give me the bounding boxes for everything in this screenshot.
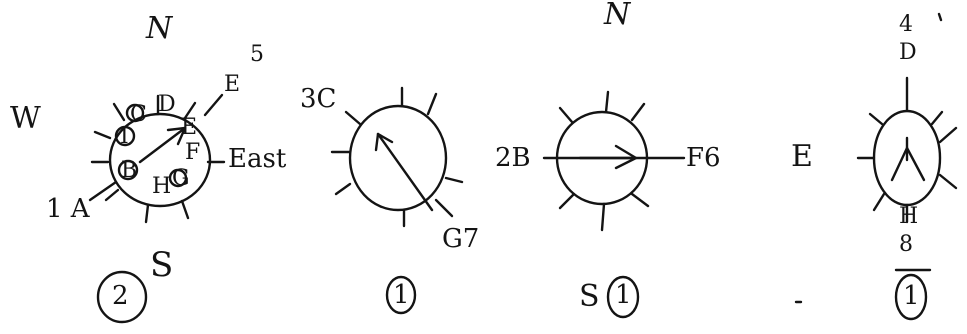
diagram-2-label-c: 3C — [300, 86, 336, 112]
north-label-1: N — [146, 14, 172, 44]
diagram-1-label-5: 5 — [250, 44, 264, 66]
diagram-1-label-d: D — [158, 94, 176, 116]
diagram-1-rating: 2 — [112, 283, 129, 309]
diagram-4-rating: 1 — [903, 283, 920, 309]
diagram-2-arrow — [378, 134, 432, 210]
diagram-1-label-i: I — [120, 126, 129, 148]
diagram-1-label-e-inner: E — [181, 117, 197, 139]
west-label: W — [10, 104, 41, 134]
diagram-1-label-b: B — [121, 160, 137, 182]
diagram-2-rating: 1 — [393, 282, 410, 308]
diagram-3-label-b: 2B — [495, 145, 531, 171]
east-label: E — [791, 142, 813, 172]
diagram-4-label-h: H — [899, 206, 918, 228]
diagram-1-label-c: C — [130, 104, 147, 126]
diagram-2-label-g: G7 — [442, 226, 479, 252]
diagram-1 — [90, 95, 224, 322]
diagram-1-a-line — [90, 182, 116, 200]
diagram-1-label-e-outer: E — [224, 74, 240, 96]
diagram-4-label-4: 4 — [899, 14, 913, 36]
diagram-3 — [544, 92, 684, 317]
diagram-1-label-g: G — [172, 168, 190, 190]
diagram-1-label-a: 1 A — [46, 196, 90, 222]
diagram-3-rating: 1 — [615, 282, 632, 308]
stray-mark — [939, 14, 941, 20]
north-label-2: N — [604, 0, 630, 30]
diagram-4-label-d: D — [899, 42, 917, 64]
diagram-4-label-8: 8 — [899, 234, 913, 256]
diagram-1-e-line — [205, 95, 222, 115]
diagram-2-body — [350, 106, 446, 210]
south-label-1: S — [150, 248, 173, 282]
east-word-label: East — [228, 146, 286, 172]
diagram-2-spikes — [332, 88, 462, 226]
diagram-3-label-f: F6 — [686, 145, 721, 171]
diagram-1-label-h: H — [152, 176, 171, 198]
south-label-2: S — [579, 282, 600, 312]
diagram-1-label-f: F — [185, 142, 200, 164]
